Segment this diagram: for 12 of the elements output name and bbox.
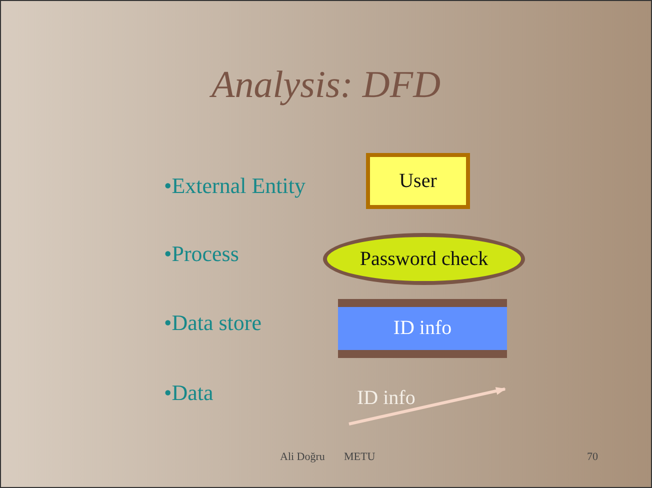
bullet-item: •External Entity [164,173,306,199]
data-store: ID info [338,299,507,358]
page-number: 70 [587,451,598,463]
slide-title: Analysis: DFD [208,63,442,107]
bullet-item: •Data [164,380,214,406]
footer-text: METU [344,451,376,463]
external-entity-box: User [366,153,470,209]
bullet-item: •Data store [164,310,262,336]
process-ellipse: Password check [323,233,525,285]
footer-text: Ali Doğru [280,451,325,463]
bullet-item: •Process [164,241,239,267]
flow-label: ID info [357,387,416,410]
